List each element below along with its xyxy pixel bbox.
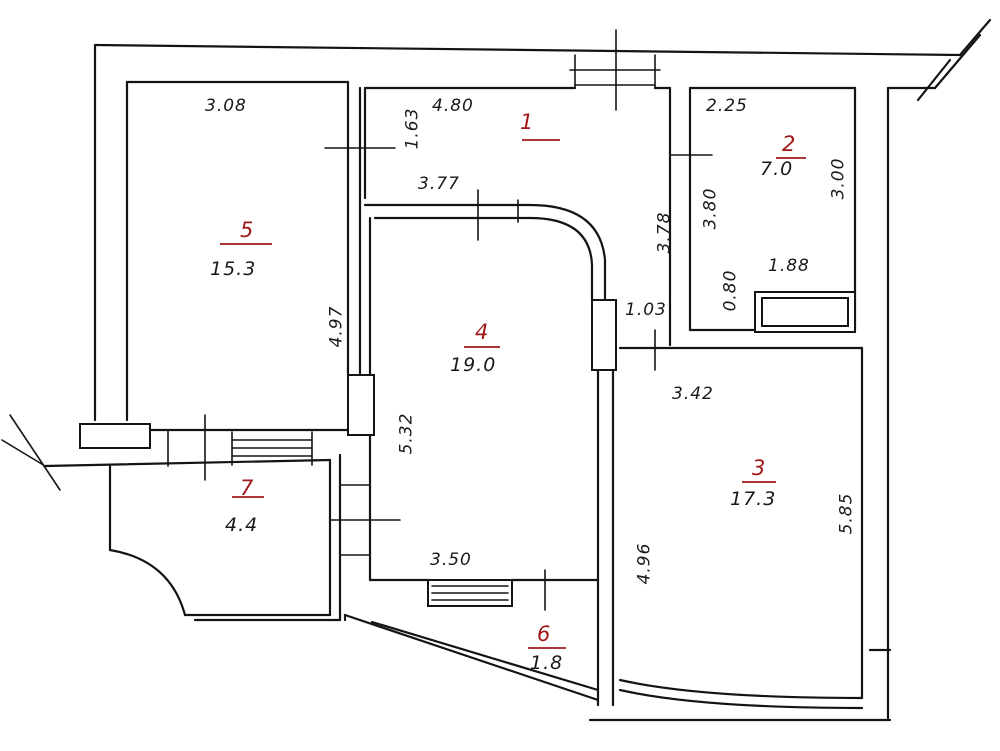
room-2-number: 2 — [782, 132, 796, 156]
dim-corridor-top: 3.77 — [418, 174, 460, 194]
room-3-number: 3 — [752, 456, 766, 480]
room-6-area: 1.8 — [530, 652, 564, 674]
dim-room3-left: 4.96 — [634, 542, 655, 585]
room-6-number: 6 — [537, 622, 551, 646]
room-3-outline — [618, 329, 864, 710]
room-4-area: 19.0 — [450, 354, 497, 376]
room-2-outline — [669, 86, 857, 333]
dim-corridor-right: 3.78 — [654, 211, 675, 254]
room-7-area: 4.4 — [225, 514, 259, 536]
room-number-underlines — [220, 139, 806, 649]
dim-room2-right: 3.00 — [828, 157, 849, 200]
dim-room3-top: 3.42 — [672, 384, 714, 404]
dim-room2-top: 2.25 — [706, 96, 748, 116]
dim-room3-right: 5.85 — [836, 492, 857, 535]
room-1-outline — [363, 29, 672, 347]
outer-wall — [93, 18, 992, 722]
room-1-label: 1 — [520, 112, 533, 133]
dim-room2-niche: 0.80 — [720, 269, 741, 312]
room-2-area: 7.0 — [760, 158, 794, 180]
room-number: 1 — [520, 110, 534, 134]
dim-room4-left: 5.32 — [396, 412, 417, 455]
room-3-area: 17.3 — [730, 488, 777, 510]
room-6-outline — [343, 613, 600, 702]
dim-room1-top: 4.80 — [432, 96, 474, 116]
room-7-outline — [1, 414, 350, 622]
dim-room1-left: 1.63 — [402, 107, 423, 150]
dim-room2-left: 3.80 — [700, 187, 721, 230]
room-5-outline — [125, 80, 362, 422]
dim-room5-top: 3.08 — [205, 96, 247, 116]
room-5-number: 5 — [240, 218, 254, 242]
room-4-outline — [324, 147, 617, 707]
dim-door-width: 1.03 — [625, 300, 667, 320]
dim-room2-bottom: 1.88 — [768, 256, 810, 276]
corridor-curve — [363, 189, 607, 302]
dim-room4-bottom: 3.50 — [430, 550, 472, 570]
room-4-number: 4 — [475, 320, 489, 344]
dim-room5-right: 4.97 — [326, 305, 347, 348]
room-7-number: 7 — [240, 476, 254, 500]
room-5-area: 15.3 — [210, 258, 257, 280]
